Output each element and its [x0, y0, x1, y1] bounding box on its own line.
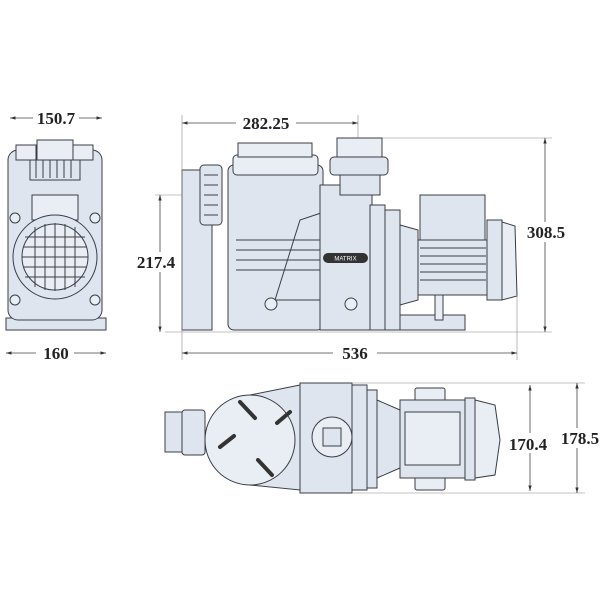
- dim-inlet-height: 217.4: [137, 253, 176, 272]
- badge-logo: MATRIX: [334, 257, 356, 263]
- dim-motor-width: 170.4: [509, 435, 548, 454]
- dim-total-length: 536: [342, 344, 368, 363]
- dim-total-width: 178.5: [561, 429, 599, 448]
- top-view: 170.4 178.5: [164, 382, 603, 494]
- dim-front-width-top: 150.7: [37, 109, 76, 128]
- front-view: 150.7 160: [5, 108, 107, 363]
- dim-inlet-to-outlet: 282.25: [243, 114, 290, 133]
- dim-total-height: 308.5: [527, 223, 565, 242]
- dim-front-width-base: 160: [43, 344, 69, 363]
- side-view: MATRIX 282.25 217.4 308.5 536: [132, 113, 570, 363]
